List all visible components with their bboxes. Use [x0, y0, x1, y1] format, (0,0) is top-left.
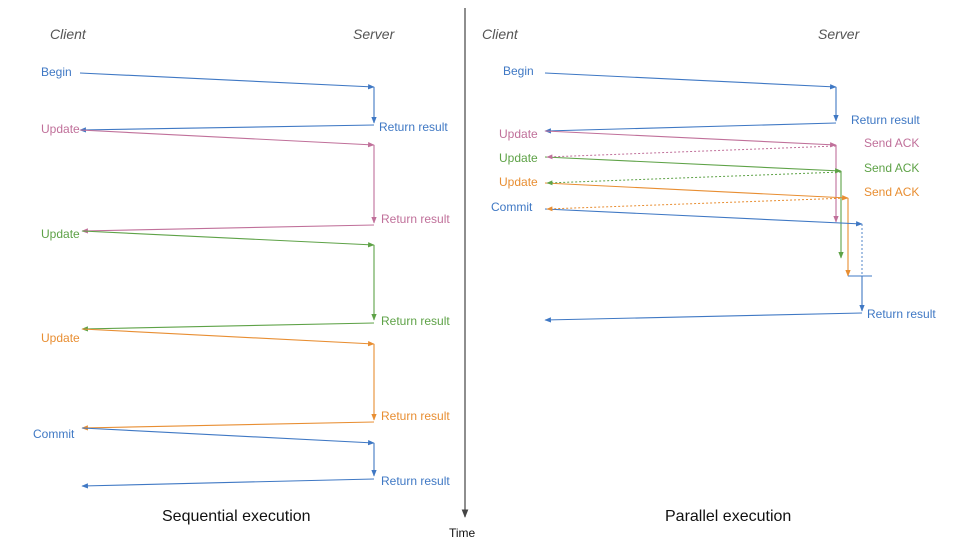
right-client-label-commit: Commit [491, 200, 533, 214]
left-update3-round [81, 328, 377, 431]
left-begin-round [79, 72, 377, 133]
right-caption: Parallel execution [665, 508, 791, 525]
left-client-label-update-3: Update [41, 331, 80, 345]
right-client-header: Client [482, 26, 519, 42]
right-client-label-begin: Begin [503, 64, 534, 78]
right-client-label-update-1: Update [499, 127, 538, 141]
right-server-label-ack-3: Send ACK [864, 185, 919, 199]
right-update1-flow [544, 130, 839, 223]
left-server-label-1: Return result [379, 120, 448, 134]
right-commit-flow [544, 208, 872, 323]
left-server-label-5: Return result [381, 474, 450, 488]
left-client-label-begin: Begin [41, 65, 72, 79]
left-server-label-4: Return result [381, 409, 450, 423]
right-server-label-ack-1: Send ACK [864, 136, 919, 150]
right-server-label-ack-2: Send ACK [864, 161, 919, 175]
right-server-header: Server [818, 26, 861, 42]
right-client-label-update-3: Update [499, 175, 538, 189]
right-client-label-update-2: Update [499, 151, 538, 165]
right-update3-flow [544, 182, 851, 277]
left-server-header: Server [353, 26, 396, 42]
right-ack-arrows [546, 145, 849, 212]
left-commit-round [81, 427, 377, 489]
left-caption: Sequential execution [162, 508, 311, 525]
left-client-label-commit: Commit [33, 427, 75, 441]
right-server-label-return-1: Return result [851, 113, 920, 127]
left-client-label-update-2: Update [41, 227, 80, 241]
right-update2-flow [544, 156, 844, 259]
time-label: Time [449, 526, 476, 540]
left-update2-round [81, 230, 377, 332]
right-server-label-return-2: Return result [867, 307, 936, 321]
left-server-label-2: Return result [381, 212, 450, 226]
left-client-header: Client [50, 26, 87, 42]
right-begin-round [544, 72, 839, 134]
left-update1-round [79, 129, 377, 234]
left-server-label-3: Return result [381, 314, 450, 328]
left-client-label-update-1: Update [41, 122, 80, 136]
